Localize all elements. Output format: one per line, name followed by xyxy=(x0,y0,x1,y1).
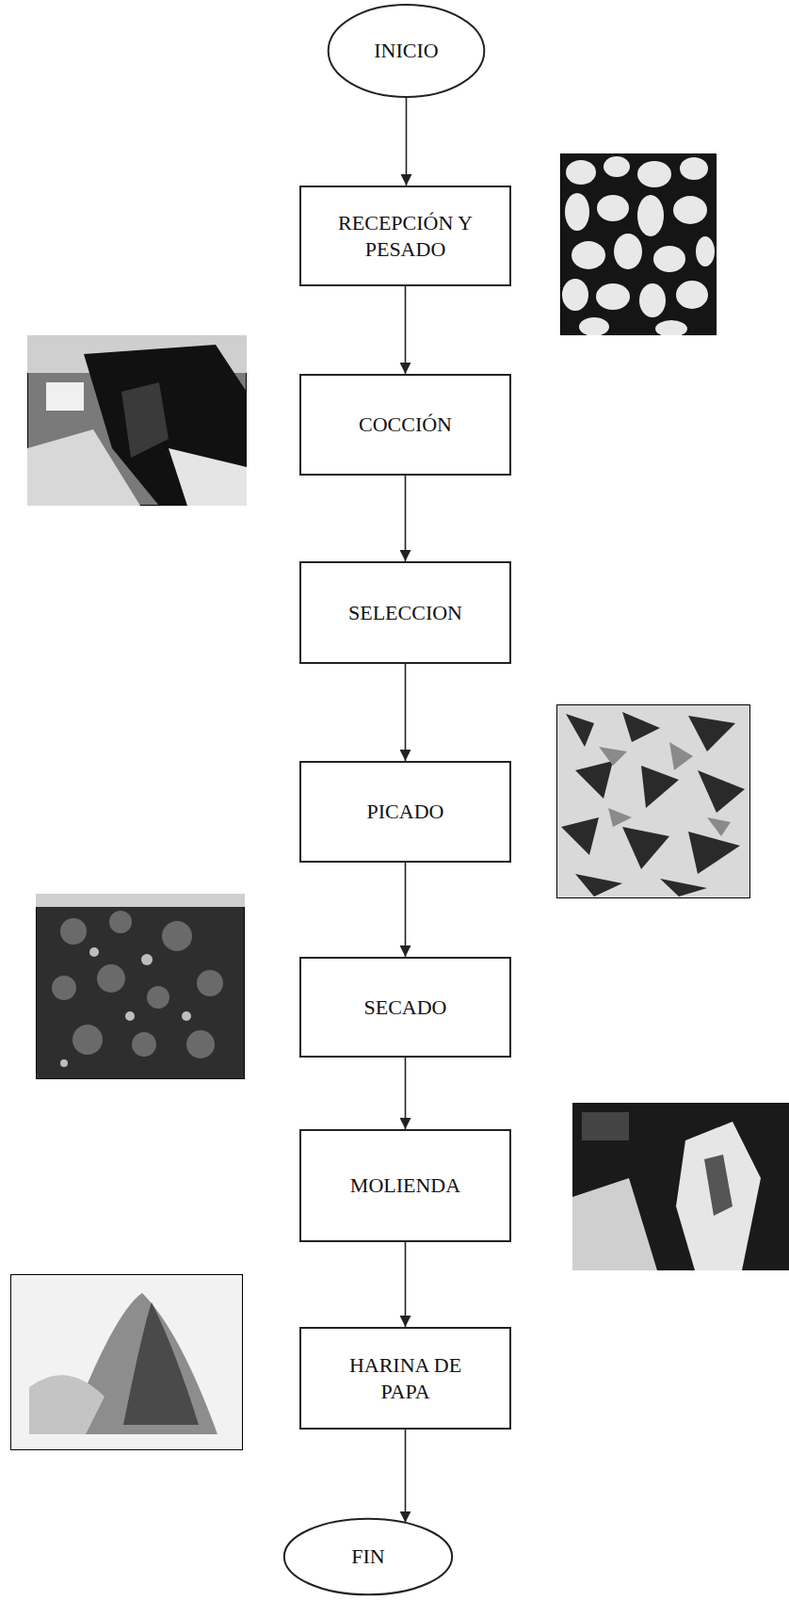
process-box: SECADO xyxy=(299,956,512,1058)
terminal-ellipse: FIN xyxy=(282,1516,454,1596)
node-label: COCCIÓN xyxy=(358,411,452,438)
flow-arrow xyxy=(405,96,408,186)
flow-arrow xyxy=(404,1241,407,1327)
photo-illustration xyxy=(35,893,245,1079)
process-box: HARINA DE PAPA xyxy=(299,1326,512,1430)
node-label: PICADO xyxy=(367,798,445,825)
node-label: MOLIENDA xyxy=(350,1172,461,1199)
node-text: SELECCION xyxy=(348,599,463,627)
node-label: RECEPCIÓN Y PESADO xyxy=(335,209,477,262)
node-text: SECADO xyxy=(363,994,447,1021)
node-text: HARINA DE PAPA xyxy=(335,1352,477,1404)
photo-illustration xyxy=(10,1273,243,1450)
process-box: COCCIÓN xyxy=(299,373,512,476)
photo-illustration xyxy=(27,335,247,506)
node-label: INICIO xyxy=(373,37,438,65)
photo-illustration xyxy=(556,704,751,899)
process-box: RECEPCIÓN Y PESADO xyxy=(299,185,512,287)
node-text: FIN xyxy=(351,1543,385,1570)
node-text: MOLIENDA xyxy=(350,1172,461,1199)
process-box: MOLIENDA xyxy=(299,1128,512,1242)
node-label: SECADO xyxy=(363,994,447,1021)
node-label: FIN xyxy=(351,1543,385,1570)
flow-arrow xyxy=(404,286,407,374)
flow-arrow xyxy=(404,1429,407,1523)
node-text: COCCIÓN xyxy=(358,411,452,438)
node-text: INICIO xyxy=(373,37,438,65)
node-text: PICADO xyxy=(367,798,445,825)
flow-arrow xyxy=(404,663,407,761)
flow-arrow xyxy=(404,862,407,957)
terminal-ellipse: INICIO xyxy=(326,2,486,99)
node-text: RECEPCIÓN Y PESADO xyxy=(335,209,477,262)
process-box: PICADO xyxy=(299,760,512,863)
node-label: SELECCION xyxy=(348,599,463,627)
process-box: SELECCION xyxy=(299,561,512,664)
photo-illustration xyxy=(560,153,717,336)
node-label: HARINA DE PAPA xyxy=(335,1352,477,1404)
photo-illustration xyxy=(572,1102,789,1271)
flow-arrow xyxy=(404,1057,407,1129)
flow-arrow xyxy=(404,475,407,562)
